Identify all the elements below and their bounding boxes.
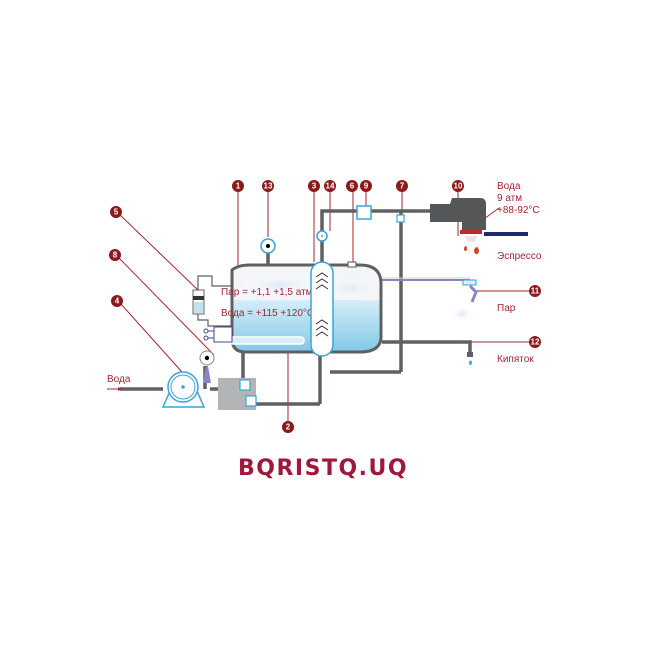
svg-text:13: 13 bbox=[264, 182, 273, 191]
heater-terminals-icon bbox=[203, 326, 233, 343]
leader-lines bbox=[117, 186, 535, 424]
level-sensor-icon bbox=[192, 275, 232, 327]
callout-8: 8 bbox=[109, 249, 121, 261]
brand-logo: BQRISTQ.UQ bbox=[238, 456, 408, 481]
group-head-icon bbox=[430, 198, 528, 254]
callout-11: 11 bbox=[529, 285, 541, 297]
boiler-tank bbox=[229, 263, 383, 354]
valve-9-icon bbox=[356, 205, 372, 220]
hot-water-label: Кипяток bbox=[497, 354, 534, 365]
callout-5: 5 bbox=[110, 206, 122, 218]
water-in-label: Вода bbox=[107, 374, 131, 385]
group-water-label: Вода bbox=[497, 181, 521, 192]
callout-12: 12 bbox=[529, 336, 541, 348]
callout-13: 13 bbox=[262, 180, 274, 192]
steam-label: Пар bbox=[497, 303, 516, 314]
valve-7-icon bbox=[396, 214, 405, 223]
safety-valve-icon bbox=[347, 261, 357, 268]
svg-text:12: 12 bbox=[531, 338, 540, 347]
valve-1 bbox=[239, 379, 251, 391]
heat-exchanger bbox=[310, 261, 334, 357]
svg-text:2: 2 bbox=[286, 423, 291, 432]
svg-text:9: 9 bbox=[364, 182, 369, 191]
svg-text:1: 1 bbox=[236, 182, 241, 191]
svg-text:3: 3 bbox=[312, 182, 317, 191]
callout-3: 3 bbox=[308, 180, 320, 192]
callout-9: 9 bbox=[360, 180, 372, 192]
callout-10: 10 bbox=[452, 180, 464, 192]
svg-text:8: 8 bbox=[113, 251, 118, 260]
svg-text:10: 10 bbox=[454, 182, 463, 191]
svg-text:4: 4 bbox=[115, 297, 120, 306]
steam-wand-icon bbox=[450, 279, 478, 322]
callout-1: 1 bbox=[232, 180, 244, 192]
svg-text:6: 6 bbox=[350, 182, 355, 191]
pump-icon bbox=[161, 371, 206, 408]
callout-4: 4 bbox=[111, 295, 123, 307]
callout-7: 7 bbox=[396, 180, 408, 192]
svg-text:7: 7 bbox=[400, 182, 405, 191]
group-temp-label: +88-92°C bbox=[497, 205, 540, 216]
hot-water-tap-icon bbox=[467, 352, 473, 365]
svg-text:11: 11 bbox=[531, 287, 540, 296]
callout-6: 6 bbox=[346, 180, 358, 192]
tank-steam-label: Пар = +1,1 +1,5 атм bbox=[221, 287, 313, 298]
svg-text:5: 5 bbox=[114, 208, 119, 217]
group-pressure-label: 9 атм bbox=[497, 193, 522, 204]
espresso-label: Эспрессо bbox=[497, 251, 542, 262]
svg-text:14: 14 bbox=[326, 182, 335, 191]
heating-element bbox=[229, 336, 305, 345]
callout-14: 14 bbox=[324, 180, 336, 192]
tank-water-label: Вода = +115 +120°C bbox=[221, 308, 314, 319]
valve-2 bbox=[245, 395, 257, 407]
callout-2: 2 bbox=[282, 421, 294, 433]
